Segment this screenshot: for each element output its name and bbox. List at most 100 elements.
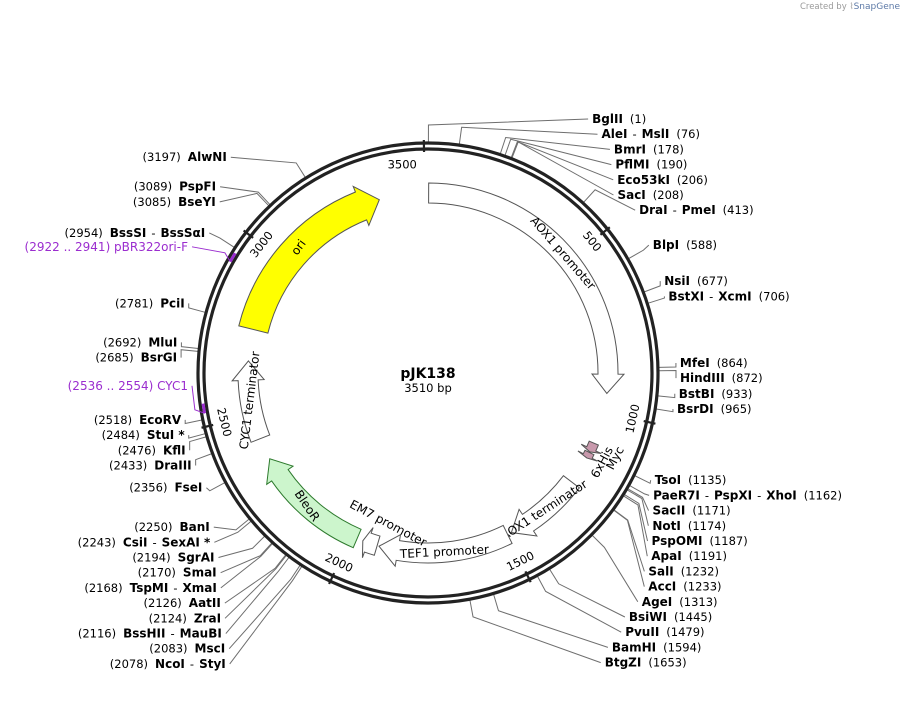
enzyme-name: XhoI [766, 488, 797, 502]
tick-label-3500: 3500 [388, 158, 417, 172]
tick-mark-2000 [328, 572, 336, 585]
primer-labels: (2922 .. 2941) pBR322ori-F(2536 .. 2554)… [25, 240, 237, 414]
cut-position: (864) [717, 356, 748, 370]
enzyme-name: PflMI [615, 158, 649, 172]
enzyme-name: MslI [642, 127, 670, 141]
enzyme-name: PaeR7I [653, 488, 700, 502]
feature-arrow-ori [238, 185, 380, 334]
enzyme-name: PciI [160, 296, 185, 310]
leader-line [213, 518, 250, 531]
enzyme-name: EcoRV [139, 413, 182, 427]
enzyme-name: BssHII [123, 627, 165, 641]
leader-line [184, 419, 202, 425]
cut-position: (178) [653, 142, 684, 156]
cut-position: (413) [723, 203, 754, 217]
cut-position: (2194) [132, 551, 170, 565]
leader-line [180, 349, 199, 358]
cut-position: (1232) [681, 564, 719, 578]
site-label-aatii: (2126)AatII [144, 596, 221, 610]
enzyme-name: PspXI [714, 488, 752, 502]
leader-line [189, 436, 207, 451]
site-label-pflmi: PflMI(190) [615, 158, 687, 172]
site-label-bani: (2250)BanI [134, 520, 210, 534]
enzyme-separator: - [173, 581, 177, 595]
leader-line [218, 535, 265, 558]
primer-mark [228, 252, 237, 263]
leader-line [427, 118, 589, 143]
credit-brand: SnapGene [853, 2, 900, 12]
leader-line [220, 186, 271, 205]
feature-arrow-6xhis [577, 449, 598, 462]
cut-position: (2243) [78, 535, 116, 549]
tick-mark-500 [599, 226, 611, 236]
leader-line [499, 136, 610, 154]
leader-line [229, 566, 303, 665]
site-label-bsssi-bsss-i: (2954)BssSI-BssSαI [65, 226, 206, 240]
site-label-sacii: SacII(1171) [653, 504, 731, 518]
enzyme-name: BssSαI [160, 226, 205, 240]
site-label-tsoi: TsoI(1135) [655, 473, 727, 487]
leader-line [629, 485, 650, 496]
leader-line [644, 281, 661, 293]
enzyme-name: HindIII [680, 371, 725, 385]
enzyme-name: PvuII [625, 625, 659, 639]
leader-line [613, 509, 645, 587]
site-label-zrai: (2124)ZraI [149, 611, 221, 625]
tick-mark-1500 [524, 570, 532, 583]
enzyme-name: SacII [653, 504, 686, 518]
enzyme-separator: - [709, 289, 713, 303]
enzyme-name: ApaI [651, 549, 681, 563]
backbone-inner-ring [202, 147, 654, 599]
snapgene-credit: Created by ⌇SnapGene [800, 2, 900, 12]
leader-line [658, 370, 677, 379]
enzyme-name: BstXI [668, 289, 704, 303]
enzyme-name: NotI [652, 519, 681, 533]
cut-position: (2692) [103, 335, 141, 349]
leader-line [228, 565, 301, 650]
enzyme-name: NcoI [155, 657, 185, 671]
leader-line [510, 141, 614, 181]
backbone-outer-ring [196, 141, 660, 605]
enzyme-name: BglII [592, 112, 623, 126]
leader-line [628, 244, 650, 260]
tick-label-2000: 2000 [323, 550, 355, 575]
enzyme-name: TsoI [655, 473, 681, 487]
enzyme-name: XcmI [718, 289, 751, 303]
cut-position: (2476) [118, 443, 156, 457]
site-label-bsrgi: (2685)BsrGI [95, 351, 177, 365]
leader-line [469, 600, 601, 664]
plasmid-size: 3510 bp [404, 381, 452, 395]
feature-arrow-myc [580, 440, 602, 454]
enzyme-name: AccI [648, 580, 676, 594]
cut-position: (677) [697, 274, 728, 288]
site-label-kfli: (2476) KflI [118, 443, 186, 457]
site-label-agei: AgeI(1313) [642, 595, 718, 609]
enzyme-name: BsrGI [141, 351, 178, 365]
cut-position: (2170) [138, 566, 176, 580]
leader-line [214, 520, 252, 543]
enzyme-name: KflI [163, 443, 186, 457]
site-label-blpi: BlpI(588) [653, 238, 717, 252]
site-label-bsiwi: BsiWI(1445) [629, 610, 712, 624]
cut-position: (1653) [648, 656, 686, 670]
tick-mark-2500 [201, 423, 214, 429]
enzyme-separator: - [705, 488, 709, 502]
enzyme-name: AlwNI [188, 150, 227, 164]
leader-line [180, 342, 199, 349]
site-label-pspfi: (3089)PspFI [134, 180, 216, 194]
enzyme-name: PspFI [179, 180, 216, 194]
cut-position: (1174) [688, 519, 726, 533]
tick-label-1000: 1000 [622, 403, 642, 435]
cut-position: (1594) [663, 640, 701, 654]
cut-position: (2484) [102, 428, 140, 442]
cut-position: (2954) [65, 226, 103, 240]
leader-line [493, 594, 609, 648]
enzyme-name: FseI [174, 481, 202, 495]
site-label-apai: ApaI(1191) [651, 549, 727, 563]
enzyme-name: BsrDI [677, 402, 714, 416]
enzyme-name: CsiI [123, 535, 148, 549]
leader-line [591, 535, 639, 603]
enzyme-name: XmaI [183, 581, 217, 595]
cut-position: (3085) [133, 195, 171, 209]
primer-label: (2922 .. 2941) pBR322ori-F [25, 240, 189, 254]
